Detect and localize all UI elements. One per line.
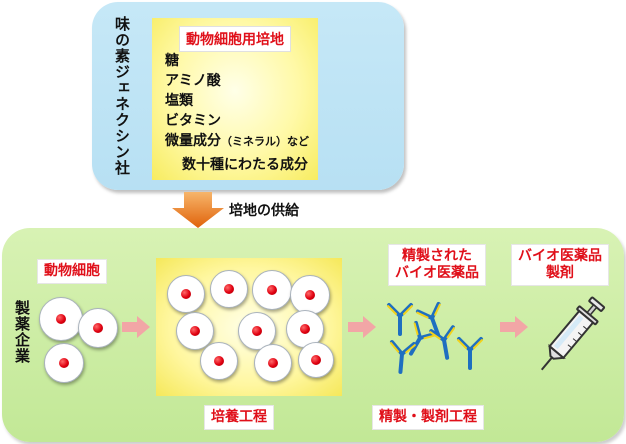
cell-nucleus [93, 323, 103, 333]
cultured-cell [176, 312, 214, 350]
cultured-cell [238, 312, 276, 350]
flow-arrow-icon [348, 316, 376, 338]
cell-nucleus [59, 358, 69, 368]
flow-arrow-icon [122, 316, 150, 338]
syringe-icon [540, 296, 606, 371]
antibody-icon [398, 320, 438, 362]
animal-cell [39, 297, 83, 341]
antibody-icon [386, 339, 417, 375]
cell-nucleus [190, 326, 200, 336]
cultured-cell [298, 342, 334, 378]
biopharma-product-label: バイオ医薬品 製剤 [511, 244, 609, 286]
cell-nucleus [56, 314, 66, 324]
cell-nucleus [214, 356, 224, 366]
supply-arrow-icon [172, 192, 224, 228]
cultured-cell [167, 275, 205, 313]
purify-step-label: 精製・製剤工程 [372, 405, 484, 430]
cell-nucleus [300, 324, 310, 334]
purified-label-line1: 精製された [402, 248, 472, 264]
cell-nucleus [181, 289, 191, 299]
cultured-cell [254, 344, 292, 382]
purified-label-line2: バイオ医薬品 [395, 265, 479, 281]
cultured-cell [286, 310, 324, 348]
pharma-name: 製薬企業 [13, 300, 31, 364]
product-label-line2: 製剤 [546, 265, 574, 281]
cultured-cell [290, 275, 330, 315]
ingredient-vitamin: ビタミン [165, 113, 221, 129]
cell-nucleus [268, 358, 278, 368]
ingredient-amino-acid: アミノ酸 [165, 73, 221, 89]
culture-step-label: 培養工程 [204, 405, 274, 430]
ingredient-trace-main: 微量成分 [165, 133, 221, 149]
antibody-icon [456, 337, 484, 370]
cultured-cell [252, 270, 292, 310]
ingredient-trace: 微量成分（ミネラル）など [165, 130, 309, 150]
antibodies-group [386, 301, 484, 375]
cell-nucleus [224, 284, 234, 294]
antibody-icon [386, 303, 414, 336]
cultured-cell [210, 270, 248, 308]
antibody-icon [428, 325, 461, 362]
flow-arrow-icon [500, 316, 528, 338]
ingredient-sugar: 糖 [165, 53, 179, 69]
ingredient-summary: 数十種にわたる成分 [182, 157, 308, 173]
cultured-cell [200, 342, 238, 380]
cell-nucleus [267, 285, 277, 295]
animal-cell [44, 343, 84, 383]
animal-cell [78, 308, 118, 348]
animal-cells-label: 動物細胞 [37, 259, 107, 284]
supplier-name: 味の素ジェネクシン社 [113, 16, 131, 176]
cell-nucleus [305, 290, 315, 300]
ingredient-salts: 塩類 [165, 93, 193, 109]
supply-label: 培地の供給 [229, 203, 299, 219]
cell-nucleus [311, 355, 321, 365]
medium-title: 動物細胞用培地 [179, 26, 291, 52]
ingredient-trace-note: （ミネラル）など [221, 135, 309, 148]
cell-nucleus [252, 326, 262, 336]
product-label-line1: バイオ医薬品 [518, 248, 602, 264]
purified-biopharma-label: 精製された バイオ医薬品 [388, 244, 486, 286]
